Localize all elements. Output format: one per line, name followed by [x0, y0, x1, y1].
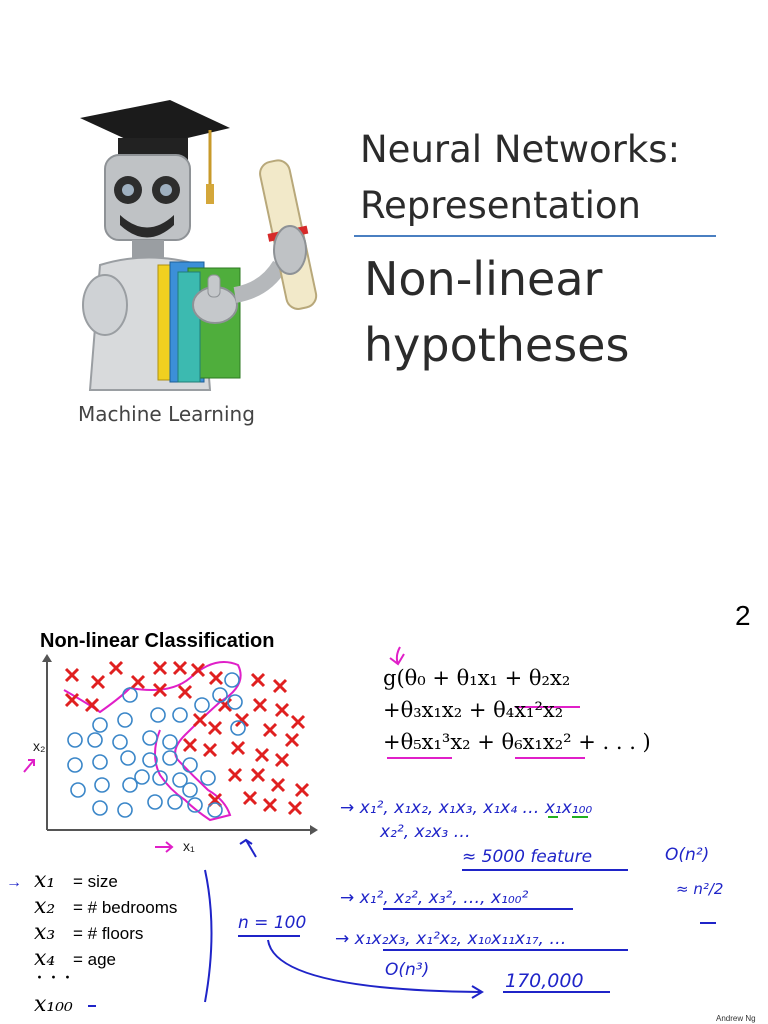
slide-subtitle-line-1: Non-linear: [364, 252, 602, 306]
feature-label-2: = # bedrooms: [73, 898, 177, 918]
hypothesis-line-1: g(θ₀ + θ₁x₁ + θ₂x₂: [383, 666, 570, 690]
handwritten-cubic-count: 170,000: [505, 970, 584, 992]
handwritten-n2-over-2: ≈ n²/2: [676, 880, 723, 898]
slide-subtitle-line-2: hypotheses: [364, 318, 629, 372]
handwritten-n-equals: n = 100: [238, 913, 306, 933]
feature-symbol-2: x₂: [34, 894, 55, 919]
title-divider: [354, 235, 716, 237]
arrow-marker: →: [6, 874, 22, 892]
attribution: Andrew Ng: [716, 1014, 756, 1023]
handwritten-quadratic-terms-2: x₂², x₂x₃ …: [380, 822, 471, 842]
feature-label-3: = # floors: [73, 924, 143, 944]
course-label: Machine Learning: [78, 402, 255, 426]
handwritten-big-o-n3: O(n³): [385, 960, 429, 980]
hypothesis-line-2: +θ₃x₁x₂ + θ₄x₁²x₂: [383, 698, 563, 722]
hypothesis-line-3: +θ₅x₁³x₂ + θ₆x₁x₂² + . . . ): [383, 730, 651, 754]
handwritten-quadratic-terms: → x₁², x₁x₂, x₁x₃, x₁x₄ … x₁x₁₀₀: [340, 798, 592, 818]
feature-label-1: = size: [73, 872, 118, 892]
feature-symbol-3: x₃: [34, 920, 55, 945]
feature-label-4: = age: [73, 950, 116, 970]
graduate-robot-illustration: [60, 90, 325, 395]
handwritten-cubic-terms: → x₁x₂x₃, x₁²x₂, x₁₀x₁₁x₁₇, …: [335, 929, 566, 949]
feature-ellipsis: · · ·: [36, 966, 71, 991]
title-slide: Neural Networks: Representation Non-line…: [0, 0, 768, 590]
handwritten-squares-only: → x₁², x₂², x₃², …, x₁₀₀²: [340, 888, 528, 908]
handwritten-big-o-n2: O(n²): [665, 845, 709, 865]
slide-title-line-1: Neural Networks:: [360, 128, 680, 171]
slide-title-line-2: Representation: [360, 184, 641, 227]
handwritten-approx-count: ≈ 5000 feature: [462, 847, 592, 867]
feature-symbol-100: x₁₀₀: [34, 992, 73, 1017]
feature-symbol-1: x₁: [34, 868, 55, 893]
